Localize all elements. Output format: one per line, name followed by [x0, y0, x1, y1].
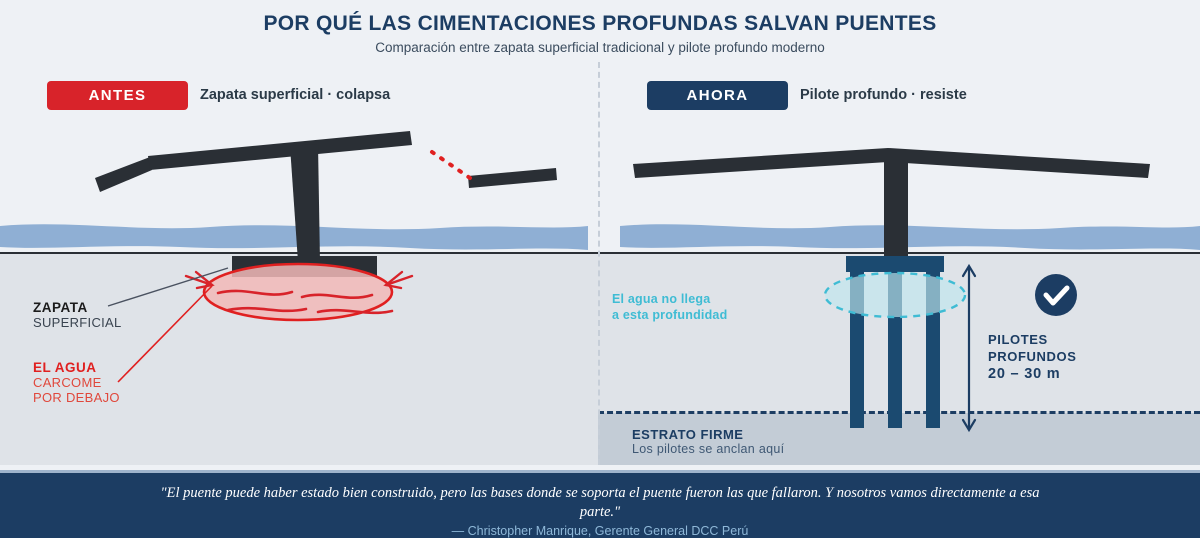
panel-divider [598, 62, 600, 465]
fallen-deck-segment [468, 168, 557, 188]
collapse-trajectory-dotted [430, 150, 472, 180]
annotation-shallow-footing: ZAPATA SUPERFICIAL [33, 300, 122, 330]
annotation-nowater-line2: a esta profundidad [612, 308, 728, 322]
annotation-footing-line2: SUPERFICIAL [33, 315, 122, 330]
deck-right-left-span [633, 148, 888, 178]
badge-after: AHORA [647, 81, 788, 110]
quote-text: "El puente puede haber estado bien const… [160, 485, 1040, 520]
firm-stratum-dashed-line [598, 411, 1200, 414]
annotation-piles-line1: PILOTES [988, 332, 1048, 347]
annotation-no-water-depth: El agua no llega a esta profundidad [612, 291, 727, 323]
annotation-piles-line2: PROFUNDOS [988, 349, 1077, 364]
water-band-left [0, 218, 588, 252]
caption-before: Zapata superficial · colapsa [200, 87, 391, 103]
deck-main-tilted [148, 131, 412, 170]
annotation-scour-line1: EL AGUA [33, 360, 97, 375]
annotation-deep-piles: PILOTES PROFUNDOS 20 – 30 m [988, 331, 1076, 383]
annotation-scour-line2: CARCOME [33, 375, 102, 390]
annotation-footing-line1: ZAPATA [33, 300, 88, 315]
page-subtitle: Comparación entre zapata superficial tra… [375, 40, 825, 55]
quote-attribution: — Christopher Manrique, Gerente General … [451, 524, 749, 538]
annotation-scour: EL AGUA CARCOME POR DEBAJO [33, 360, 120, 405]
caption-after: Pilote profundo · resiste [800, 87, 967, 103]
water-band-right [620, 218, 1200, 252]
annotation-stratum-line2: Los pilotes se anclan aquí [632, 442, 785, 456]
annotation-nowater-line1: El agua no llega [612, 292, 711, 306]
annotation-scour-line3: POR DEBAJO [33, 390, 120, 405]
annotation-stratum-line1: ESTRATO FIRME [632, 427, 744, 442]
badge-before: ANTES [47, 81, 188, 110]
deck-right-right-span [888, 148, 1150, 178]
quote-bar: "El puente puede haber estado bien const… [0, 470, 1200, 538]
page-title: POR QUÉ LAS CIMENTACIONES PROFUNDAS SALV… [263, 12, 937, 35]
annotation-firm-stratum: ESTRATO FIRME Los pilotes se anclan aquí [632, 427, 784, 456]
deck-left-approach [95, 157, 152, 192]
annotation-piles-depth: 20 – 30 m [988, 366, 1061, 382]
